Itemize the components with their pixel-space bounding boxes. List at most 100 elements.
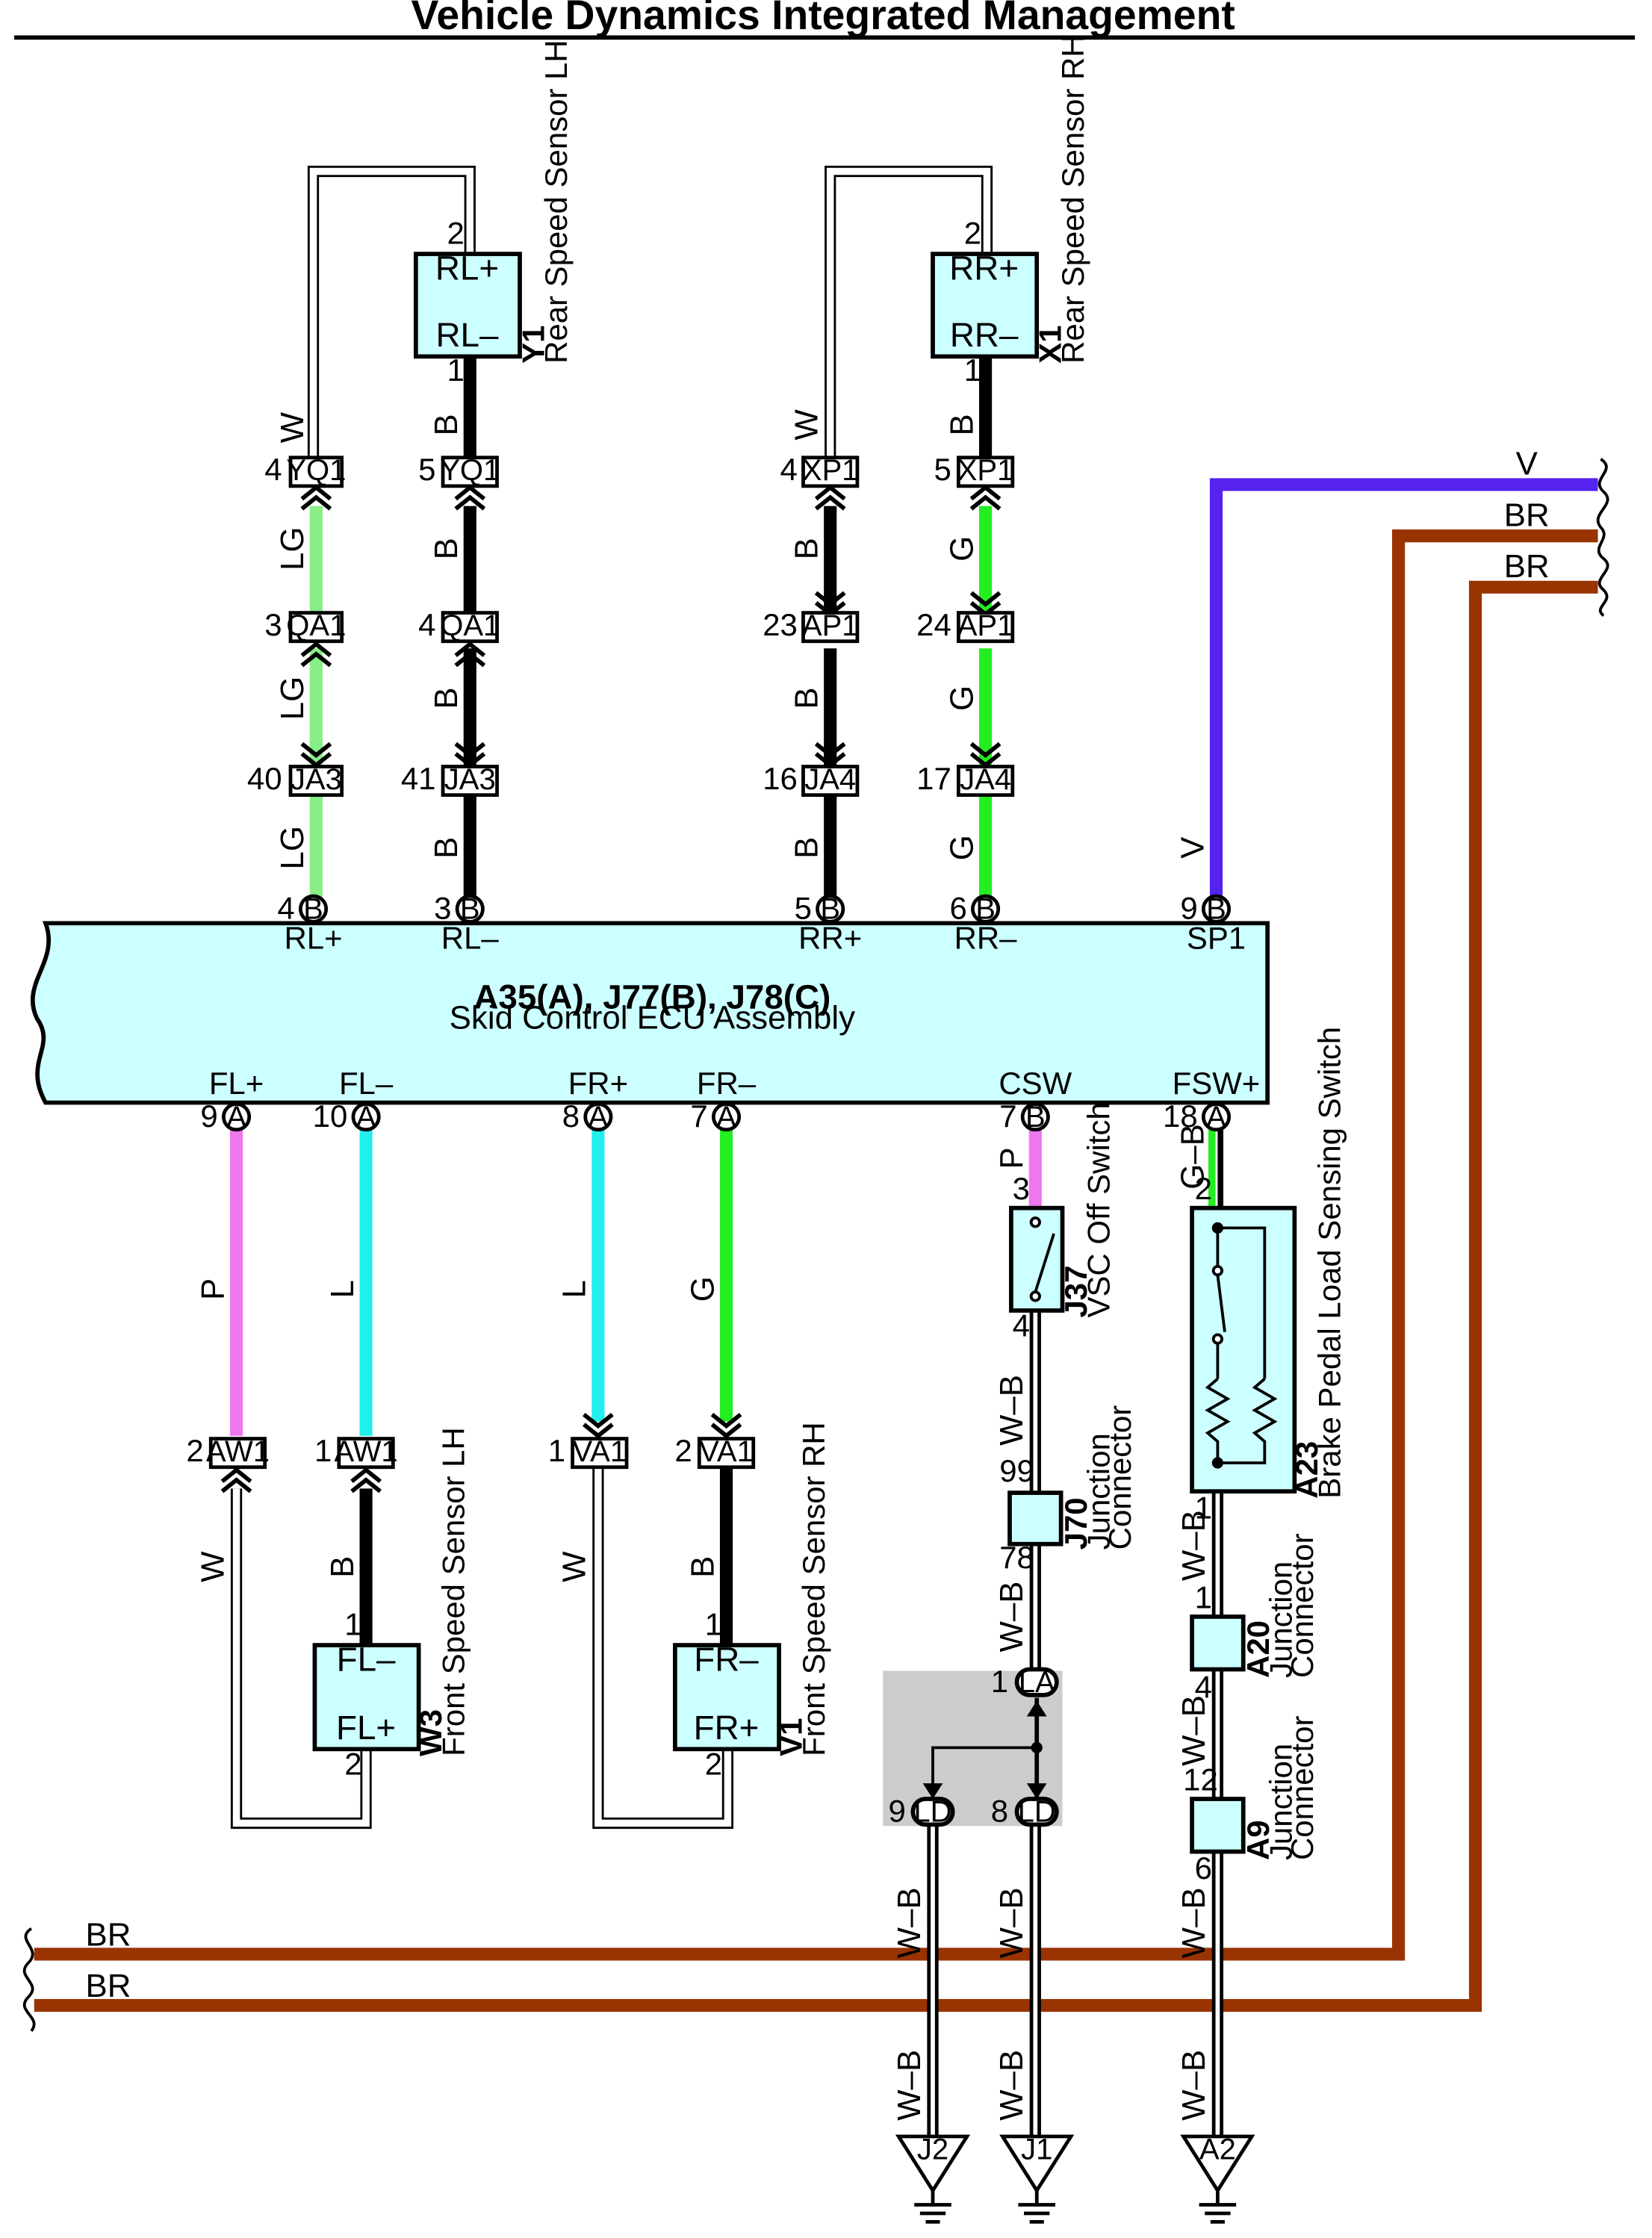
connector-pin: 2 [674,1433,692,1468]
wire-color-label: W [789,409,825,441]
pin-number: 18 [1163,1098,1198,1134]
wire-color-label: B [428,687,465,709]
connector-label: VA1 [572,1435,627,1468]
ground-a2: A2 [1180,2133,1255,2224]
brake-switch-box [1190,1205,1297,1494]
a9-pin-top: 12 [1183,1762,1218,1797]
wire-break-marks [22,458,1609,2033]
a20-line1: Junction [1264,1561,1299,1678]
connector-label: VA1 [699,1435,754,1468]
front-wire-labels: P L L G P G–B W B W B [194,1124,1211,1582]
connector-label: JA3 [444,763,496,796]
splice-ld-label: LD [913,1796,951,1829]
br-wire-label: BR [1504,548,1550,585]
wire-color-label: B [324,1556,361,1578]
pin-connector: A [589,1101,609,1134]
pin-label: RR– [954,921,1018,956]
wire-color-label: L [324,1280,361,1298]
pin-label: FSW+ [1173,1066,1261,1101]
wire-color-label: G [943,835,980,860]
wire-color-label: W–B [1176,1887,1212,1958]
connector-pin: 4 [264,452,282,487]
br-wire-label: BR [85,1916,131,1953]
a20-line2: Connector [1285,1533,1320,1678]
a9-line1: Junction [1264,1744,1299,1860]
pin-label: RL– [441,921,500,956]
wire-color-label: W–B [993,2050,1030,2121]
connector-label: QA1 [286,609,346,642]
pin-connector: B [1206,893,1226,926]
rl-sensor-term1: RL+ [435,249,499,287]
fl-sensor-pin-bottom: 2 [344,1747,361,1782]
ground-label: A2 [1199,2133,1236,2166]
connector-label: XP1 [957,454,1014,487]
rl-sensor-id: Y1 [515,326,550,364]
page-title: Vehicle Dynamics Integrated Management [412,0,1235,38]
wire-color-label: W [194,1551,231,1582]
splice-ld-pin: 8 [991,1794,1008,1829]
fl-sensor-id: W3 [413,1709,448,1756]
brake-switch-nodes [1211,1264,1224,1345]
vsc-switch-pin-top: 3 [1013,1171,1030,1206]
fl-sensor-term2: FL+ [336,1709,396,1747]
ecu-pin: A 8 FR+ [562,1066,628,1134]
pin-number: 5 [795,891,812,926]
rear-wire-labels: W LG LG LG B B B B W B B B B G G G V [274,409,1211,870]
j70-pin-top: 99 [999,1453,1034,1488]
wire-color-label: B [789,837,825,859]
ground-label: J1 [1021,2133,1052,2166]
wire-color-label: W–B [993,1375,1030,1446]
rl-sensor-pin-bottom: 1 [447,352,465,388]
connector-pin: 5 [934,452,951,487]
br-wire-label: BR [85,1968,131,2004]
wire-color-label: G [943,686,980,711]
wire-color-label: LG [274,826,311,870]
ecu-pin: B 9 SP1 [1180,891,1246,956]
a9-id: A9 [1240,1820,1276,1860]
connector-pin: 4 [418,607,435,642]
rl-sensor-name: Rear Speed Sensor LH [538,40,574,364]
fr-sensor-box [673,1643,781,1752]
wire-color-label: W–B [1176,1510,1212,1581]
wire-color-label: W–B [891,2050,928,2121]
j70-pin-bottom: 78 [999,1540,1034,1575]
a9-line2: Connector [1285,1716,1320,1861]
wire-color-label: W [556,1551,593,1582]
ecu-pin: A 9 FL+ [200,1066,264,1134]
brake-switch-pin-bottom: 1 [1195,1490,1212,1525]
ecu-top-pins: B 4 RL+ B 3 RL– B 5 RR+ B 6 RR– B 9 SP1 [277,891,1246,956]
connector-label: AP1 [957,609,1014,642]
wb-wires [927,1310,1224,2136]
pin-connector: A [1206,1101,1226,1134]
wire-color-label: LG [274,677,311,720]
pin-number: 10 [313,1098,348,1134]
rl-sensor-term2: RL– [435,316,498,354]
wire-color-label: G [943,536,980,562]
ecu-pin: A 7 FR– [690,1066,756,1134]
connector-label: AW1 [334,1435,397,1468]
rr-sensor-id: X1 [1033,326,1068,364]
brake-switch-dot [1211,1222,1224,1234]
pin-number: 9 [1180,891,1197,926]
ground-j2: J2 [895,2133,971,2224]
wire-color-label: W–B [993,1581,1030,1652]
rl-sensor-box [413,252,522,359]
v-wire-label: V [1516,446,1538,482]
pin-connector: B [303,893,323,926]
wire-color-label: W [274,411,311,443]
splice-arrows [922,1700,1047,1800]
a20-junction-box [1190,1614,1246,1672]
fr-sensor-name: Front Speed Sensor RH [796,1422,831,1756]
wire-color-label: V [1174,836,1211,859]
a20-pin-bottom: 4 [1195,1670,1212,1705]
front-connector-texts: AW1 2 AW1 1 VA1 1 VA1 2 [186,1433,754,1468]
ecu-pin: B 3 RL– [434,891,499,956]
br-wire-label: BR [1504,497,1550,533]
ecu-pin: A 10 FL– [313,1066,394,1134]
splice-connectors: LA 1 LD 9 LD 8 [888,1664,1059,1829]
rr-sensor-name: Rear Speed Sensor RH [1055,34,1090,364]
ecu-pin: B 5 RR+ [795,891,863,956]
front-connector-boxes [208,1437,756,1470]
pin-label: FL– [339,1066,394,1101]
j70-line1: Junction [1081,1433,1116,1549]
